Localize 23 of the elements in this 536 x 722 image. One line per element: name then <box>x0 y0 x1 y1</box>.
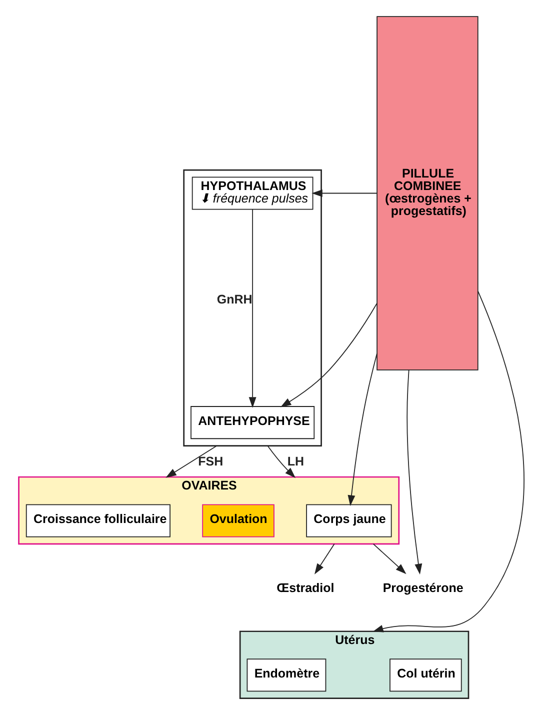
edge-label: GnRH <box>216 292 252 307</box>
node-box: PILLULE COMBINEE (œstrogènes + progestatifs) <box>376 16 478 370</box>
edge-label: FSH <box>198 454 224 469</box>
arrow <box>348 353 378 506</box>
arrow <box>248 208 256 408</box>
arrow <box>406 370 422 575</box>
arrow <box>312 190 378 197</box>
arrow <box>372 543 406 574</box>
arrow <box>280 302 378 408</box>
node-box: Col utérin <box>390 658 462 692</box>
node-box: ANTEHYPOPHYSE <box>190 406 315 440</box>
node-text: Œstradiol <box>276 580 334 595</box>
node-box: Endomètre <box>246 658 326 692</box>
node-box: Corps jaune <box>306 504 392 538</box>
edge-label: LH <box>287 454 304 469</box>
arrow <box>267 445 296 478</box>
node-box: Ovulation <box>202 504 274 538</box>
arrow <box>372 290 524 632</box>
arrow <box>314 543 335 574</box>
node-text: Progestérone <box>382 580 464 595</box>
node-box: HYPOTHALAMUS ⬇ fréquence pulses <box>192 176 314 210</box>
node-box: Croissance folliculaire <box>26 504 170 538</box>
arrow <box>166 445 218 478</box>
